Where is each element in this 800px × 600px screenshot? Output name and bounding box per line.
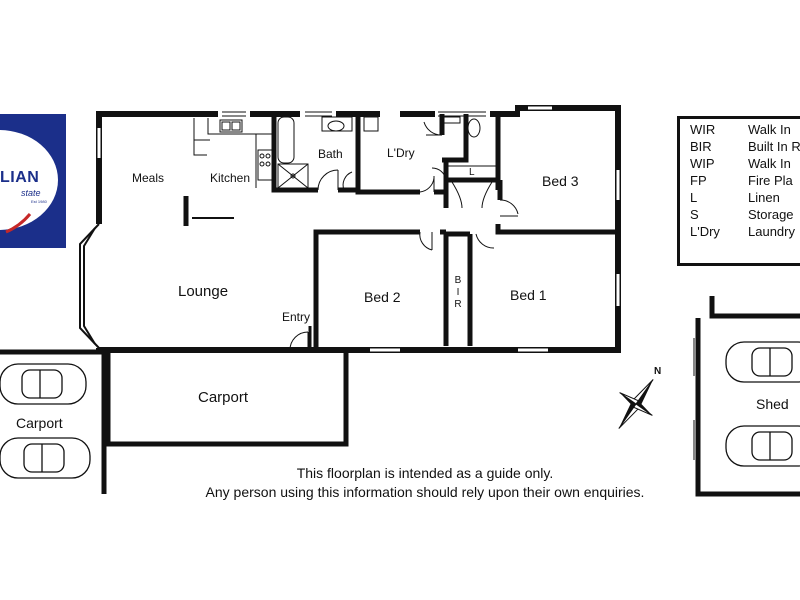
bir-letter-b: B	[454, 275, 462, 286]
legend-value: Walk In	[748, 122, 791, 137]
legend-value: Walk In	[748, 156, 791, 171]
bath-fixtures	[277, 116, 481, 189]
legend-value: Storage	[748, 207, 794, 222]
bir-letter-i: I	[456, 287, 460, 298]
door-swings	[289, 121, 519, 351]
room-label-kitchen: Kitchen	[210, 171, 251, 185]
room-label-shed: Shed	[756, 396, 789, 412]
room-label-bed1: Bed 1	[510, 287, 547, 303]
room-label-linen: L	[469, 167, 475, 178]
disclaimer-line-1: This floorplan is intended as a guide on…	[296, 465, 554, 481]
legend-key: L	[690, 190, 698, 205]
agency-logo: LIAN state Est 1980	[0, 114, 66, 248]
legend-key: WIR	[690, 122, 716, 137]
legend-value: Linen	[748, 190, 780, 205]
room-label-bed3: Bed 3	[542, 173, 579, 189]
house-outer-walls	[96, 105, 621, 353]
shed-walls	[695, 296, 800, 497]
room-label-carport-left: Carport	[16, 415, 63, 431]
legend-key: WIP	[690, 156, 715, 171]
disclaimer-line-2: Any person using this information should…	[205, 484, 645, 500]
window-frames	[96, 105, 621, 353]
logo-established: Est 1980	[31, 199, 47, 204]
room-label-carport-main: Carport	[198, 389, 249, 406]
compass-icon	[618, 379, 654, 429]
logo-subtitle: state	[21, 188, 41, 198]
legend-key: FP	[690, 173, 707, 188]
legend-value: Built In R	[748, 139, 800, 154]
car-carport-top	[0, 363, 87, 405]
bay-window	[79, 223, 100, 349]
legend-key: BIR	[690, 139, 712, 154]
legend-value: Fire Pla	[748, 173, 793, 188]
room-label-bed2: Bed 2	[364, 289, 401, 305]
interior-walls	[183, 114, 618, 350]
room-label-bir: B I R	[452, 275, 464, 311]
room-label-lounge: Lounge	[178, 283, 229, 300]
legend-box: WIR Walk In BIR Built In R WIP Walk In F…	[677, 116, 800, 266]
carport-main-walls	[105, 352, 349, 447]
compass-north-label: N	[654, 366, 662, 377]
room-label-bath: Bath	[318, 147, 343, 161]
car-carport-bottom	[0, 437, 91, 479]
legend-value: Laundry	[748, 224, 795, 239]
car-shed-bottom	[725, 425, 800, 467]
linen-cupboard	[447, 165, 497, 209]
legend-key: S	[690, 207, 699, 222]
bir-letter-r: R	[454, 299, 462, 310]
carport-left-walls	[0, 349, 107, 494]
logo-swoosh-icon	[5, 213, 32, 234]
car-shed-top	[725, 341, 800, 383]
windows	[97, 106, 620, 352]
legend-key: L'Dry	[690, 224, 720, 239]
room-label-laundry: L'Dry	[387, 146, 415, 160]
room-label-meals: Meals	[132, 171, 165, 185]
kitchen-fixtures	[193, 118, 273, 188]
logo-name: LIAN	[0, 169, 40, 186]
room-label-entry: Entry	[282, 310, 311, 324]
